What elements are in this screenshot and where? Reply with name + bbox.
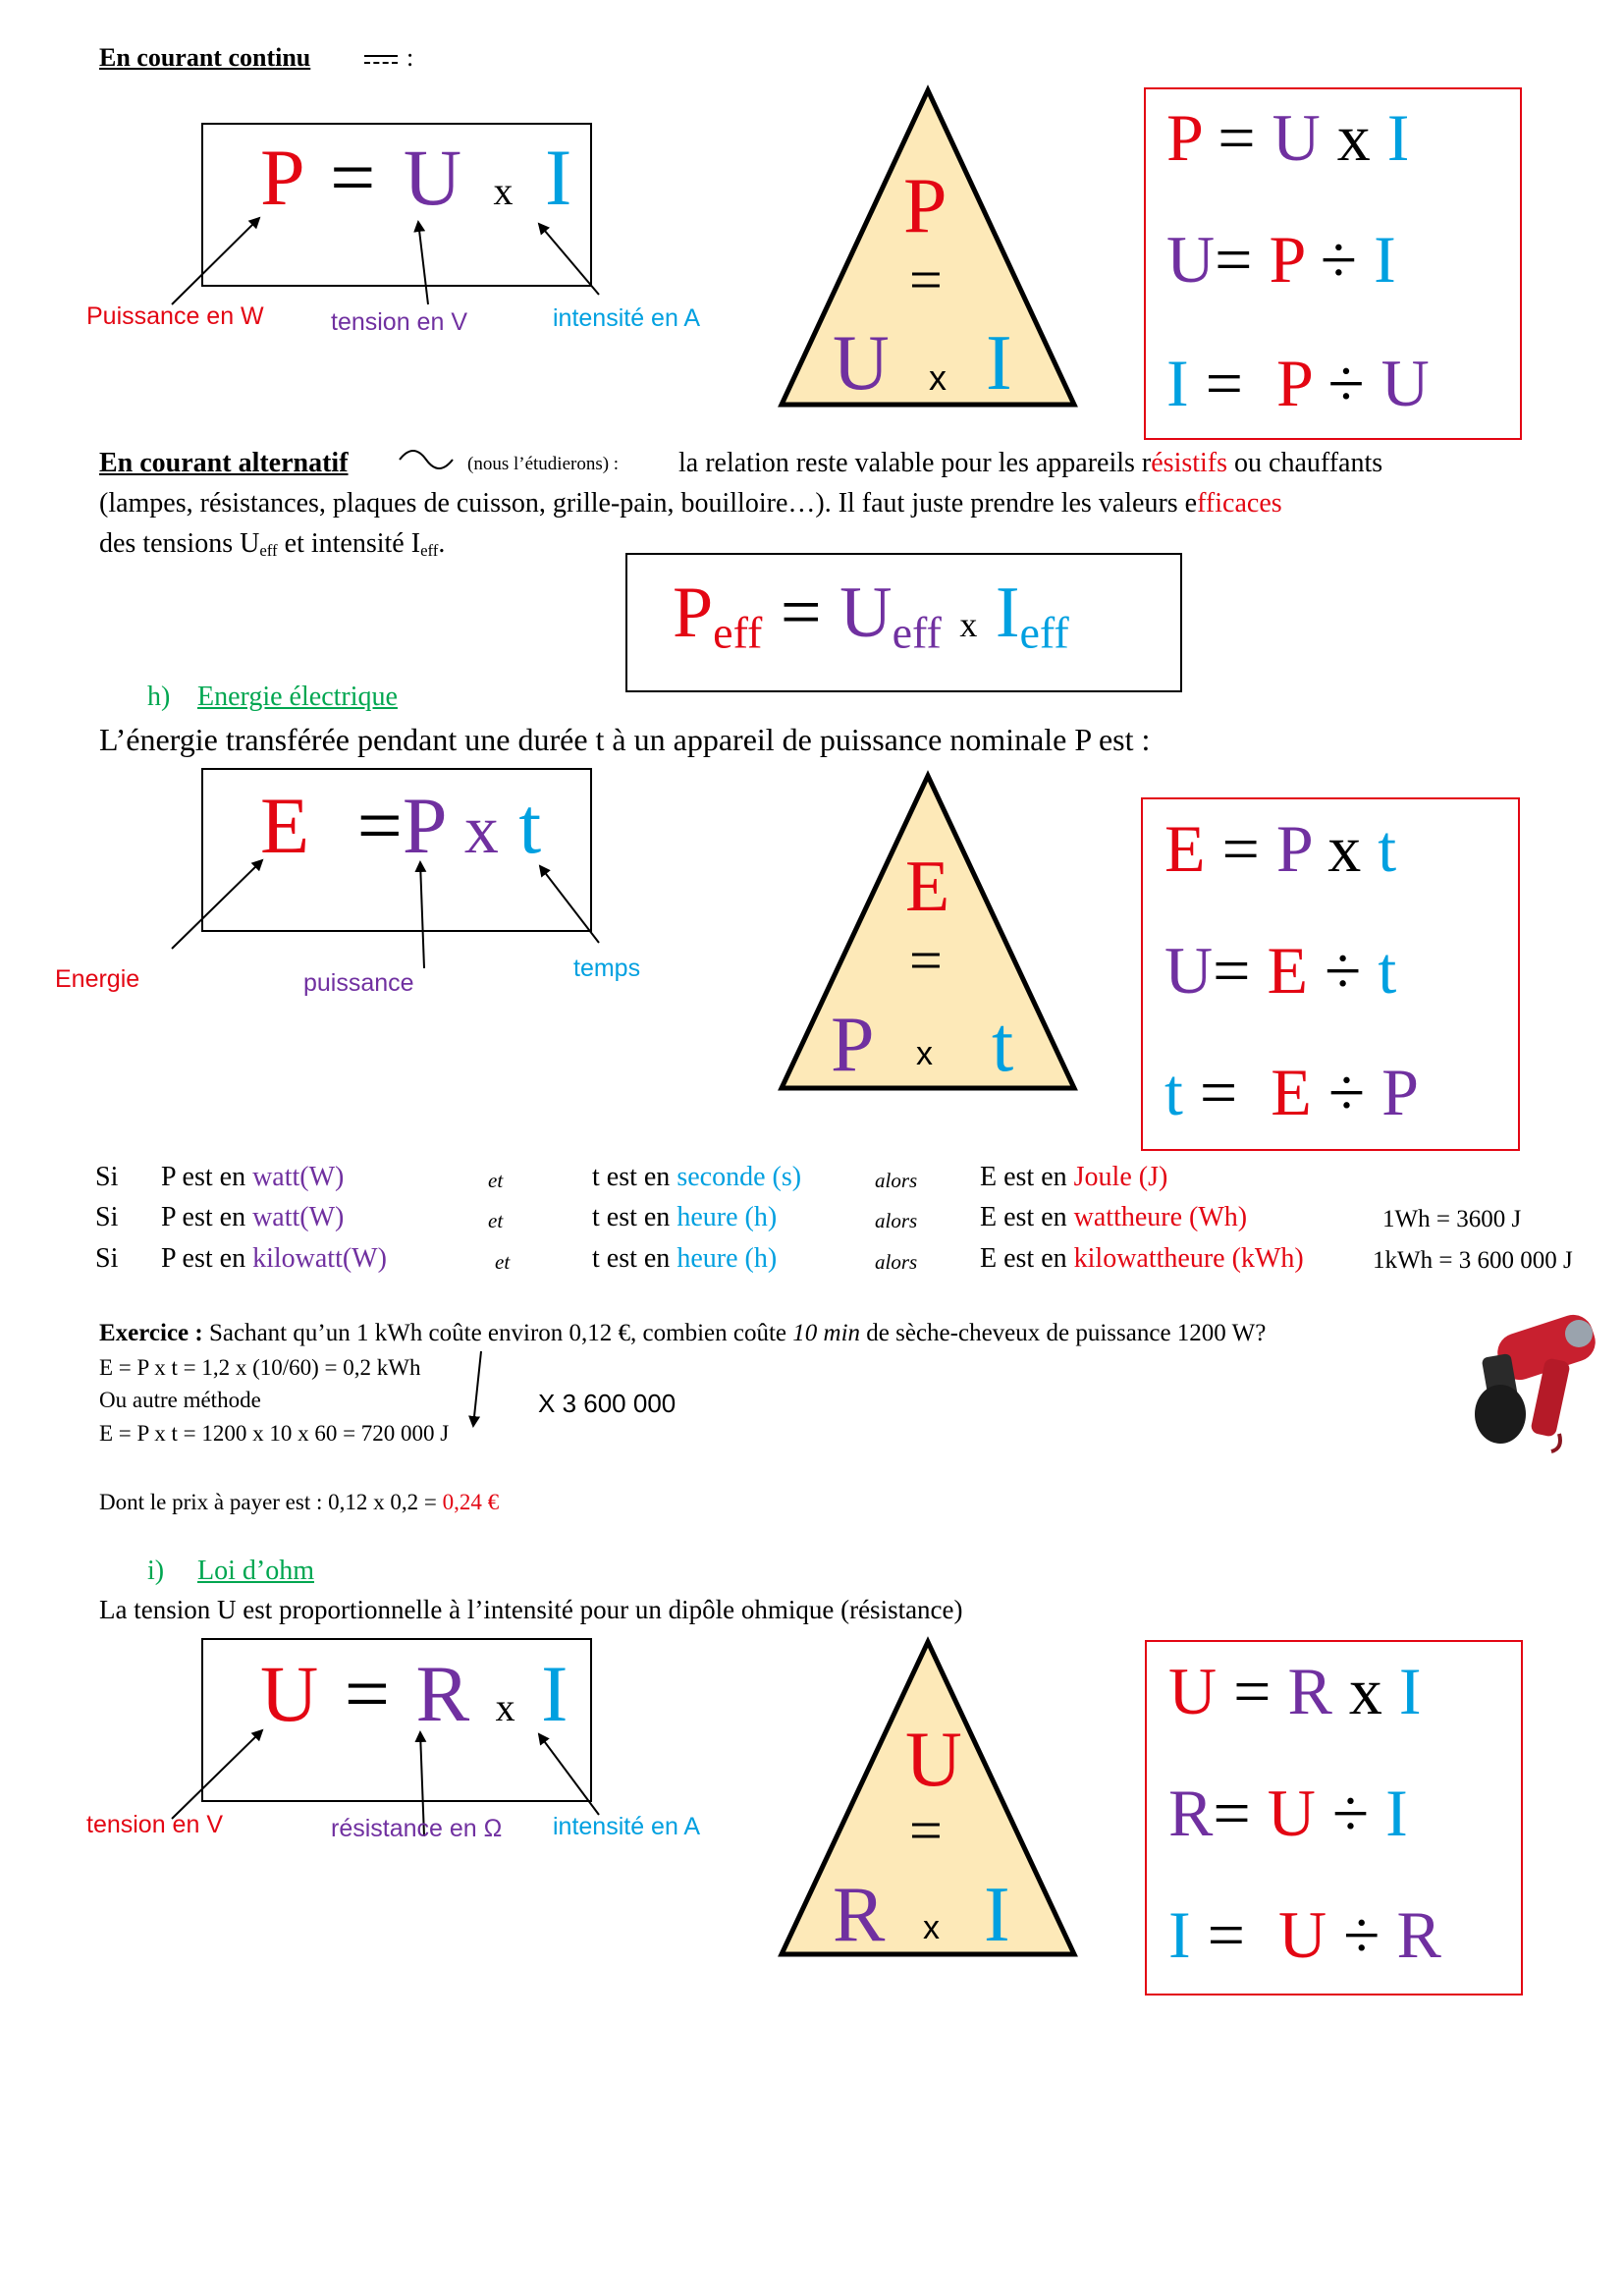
units-row-1-et: et xyxy=(488,1169,504,1192)
ohm-rule-2: R= U ÷ I xyxy=(1168,1776,1408,1850)
dc-symbol xyxy=(364,41,398,64)
units-row-2-eq: 1Wh = 3600 J xyxy=(1382,1206,1522,1232)
label-tension-ohm: tension en V xyxy=(86,1811,223,1838)
units-row-3-p: P est en kilowatt(W) xyxy=(161,1243,387,1274)
exercise-price: Dont le prix à payer est : 0,12 x 0,2 = … xyxy=(99,1490,500,1514)
triangle-e-x: x xyxy=(916,1035,933,1072)
ac-formula: Peff = Ueff x Ieff xyxy=(673,573,1069,658)
triangle-o-left: R xyxy=(833,1872,886,1958)
triangle-left: U xyxy=(833,320,890,407)
units-row-2-et: et xyxy=(488,1209,504,1232)
ac-note: (nous l’étudierons) : xyxy=(467,454,620,474)
dc-heading-colon: : xyxy=(406,43,414,72)
ohm-rule-3: I = U ÷ R xyxy=(1168,1897,1441,1972)
label-puissance-e: puissance xyxy=(303,969,414,997)
ohm-section-letter: i) xyxy=(147,1556,165,1586)
ohm-formula: U = R x I xyxy=(260,1649,568,1738)
dc-rule-2: U= P ÷ I xyxy=(1166,222,1396,297)
energy-rule-1: E = P x t xyxy=(1164,811,1397,886)
units-row-2-e: E est en wattheure (Wh) xyxy=(980,1202,1248,1232)
label-intensite: intensité en A xyxy=(553,304,701,332)
label-resistance: résistance en Ω xyxy=(331,1815,503,1842)
arrow-puissance xyxy=(171,216,261,305)
units-row-3-et: et xyxy=(495,1250,511,1274)
ohm-title: Loi d’ohm xyxy=(197,1556,314,1586)
dc-rule-3: I = P ÷ U xyxy=(1166,346,1430,420)
units-row-1-e: E est en Joule (J) xyxy=(980,1162,1168,1192)
hairdryer-image xyxy=(1475,1314,1596,1453)
arrow-tension xyxy=(413,220,429,305)
ac-heading: En courant alternatif xyxy=(99,448,349,478)
triangle-e-top: E xyxy=(905,847,950,927)
units-row-1-t: t est en seconde (s) xyxy=(592,1162,802,1192)
arrow-intensite xyxy=(537,222,600,296)
ac-symbol xyxy=(399,450,454,469)
triangle-ohm xyxy=(778,1636,1078,1957)
triangle-o-x: x xyxy=(923,1909,940,1946)
units-row-3-eq: 1kWh = 3 600 000 J xyxy=(1373,1247,1573,1274)
triangle-eq: = xyxy=(909,247,943,312)
exercise-question: Exercice : Sachant qu’un 1 kWh coûte env… xyxy=(99,1320,1267,1346)
energy-rule-2: U= E ÷ t xyxy=(1164,933,1397,1008)
triangle-puissance xyxy=(778,84,1078,408)
units-row-3-alors: alors xyxy=(875,1250,918,1274)
ohm-rules-box xyxy=(1145,1640,1523,1995)
dc-formula-box xyxy=(201,123,592,287)
units-row-3: Si xyxy=(95,1243,119,1274)
dc-rules-box xyxy=(1144,87,1522,440)
ac-line-3: des tensions Ueff et intensité Ieff. xyxy=(99,528,446,561)
units-row-2-t: t est en heure (h) xyxy=(592,1202,778,1232)
ac-line-1: la relation reste valable pour les appar… xyxy=(678,448,1383,478)
units-row-2: Si xyxy=(95,1202,119,1232)
energy-rule-3: t = E ÷ P xyxy=(1164,1055,1419,1129)
exercise-line-3: E = P x t = 1200 x 10 x 60 = 720 000 J xyxy=(99,1421,450,1446)
triangle-o-right: I xyxy=(984,1872,1010,1958)
energy-section-letter: h) xyxy=(147,682,171,712)
triangle-e-right: t xyxy=(992,1002,1014,1088)
triangle-e-left: P xyxy=(831,1002,875,1088)
units-row-3-e: E est en kilowattheure (kWh) xyxy=(980,1243,1304,1274)
energy-intro: L’énergie transférée pendant une durée t… xyxy=(99,722,1151,757)
label-temps: temps xyxy=(573,955,641,982)
triangle-e-eq: = xyxy=(909,928,943,993)
units-row-2-alors: alors xyxy=(875,1209,918,1232)
ohm-rule-1: U = R x I xyxy=(1168,1654,1422,1728)
exercise-line-1: E = P x t = 1,2 x (10/60) = 0,2 kWh xyxy=(99,1355,421,1380)
label-intensite-ohm: intensité en A xyxy=(553,1813,701,1840)
label-tension: tension en V xyxy=(331,308,467,336)
triangle-o-eq: = xyxy=(909,1798,943,1863)
triangle-energie xyxy=(778,770,1078,1091)
energy-title: Energie électrique xyxy=(197,682,398,712)
label-puissance: Puissance en W xyxy=(86,302,264,330)
triangle-o-top: U xyxy=(905,1717,962,1803)
dc-heading: En courant continu xyxy=(99,43,311,72)
energy-formula-box xyxy=(201,768,592,932)
units-row-1-alors: alors xyxy=(875,1169,918,1192)
energy-rules-box xyxy=(1141,797,1520,1151)
units-row-3-t: t est en heure (h) xyxy=(592,1243,778,1274)
triangle-top: P xyxy=(903,163,947,249)
exercise-conversion: X 3 600 000 xyxy=(538,1389,677,1418)
triangle-x: x xyxy=(929,357,947,398)
arrow-conversion xyxy=(468,1350,482,1428)
ohm-formula-box xyxy=(201,1638,592,1802)
energy-formula: E =P x t xyxy=(260,781,542,870)
units-row-1: Si xyxy=(95,1162,119,1192)
ac-line-2: (lampes, résistances, plaques de cuisson… xyxy=(99,488,1282,519)
arrow-tension-ohm xyxy=(171,1728,264,1820)
exercise-line-2: Ou autre méthode xyxy=(99,1388,261,1412)
ac-formula-box xyxy=(625,553,1182,692)
arrow-puissance-e xyxy=(414,860,427,969)
units-row-1-p: P est en watt(W) xyxy=(161,1162,345,1192)
label-energie: Energie xyxy=(55,965,140,993)
dc-formula: P = U x I xyxy=(260,133,572,222)
arrow-resistance xyxy=(414,1730,427,1837)
ohm-intro: La tension U est proportionnelle à l’int… xyxy=(99,1595,963,1624)
triangle-right: I xyxy=(986,320,1012,407)
arrow-energie xyxy=(171,858,264,950)
units-row-2-p: P est en watt(W) xyxy=(161,1202,345,1232)
dc-rule-1: P = U x I xyxy=(1166,100,1410,175)
